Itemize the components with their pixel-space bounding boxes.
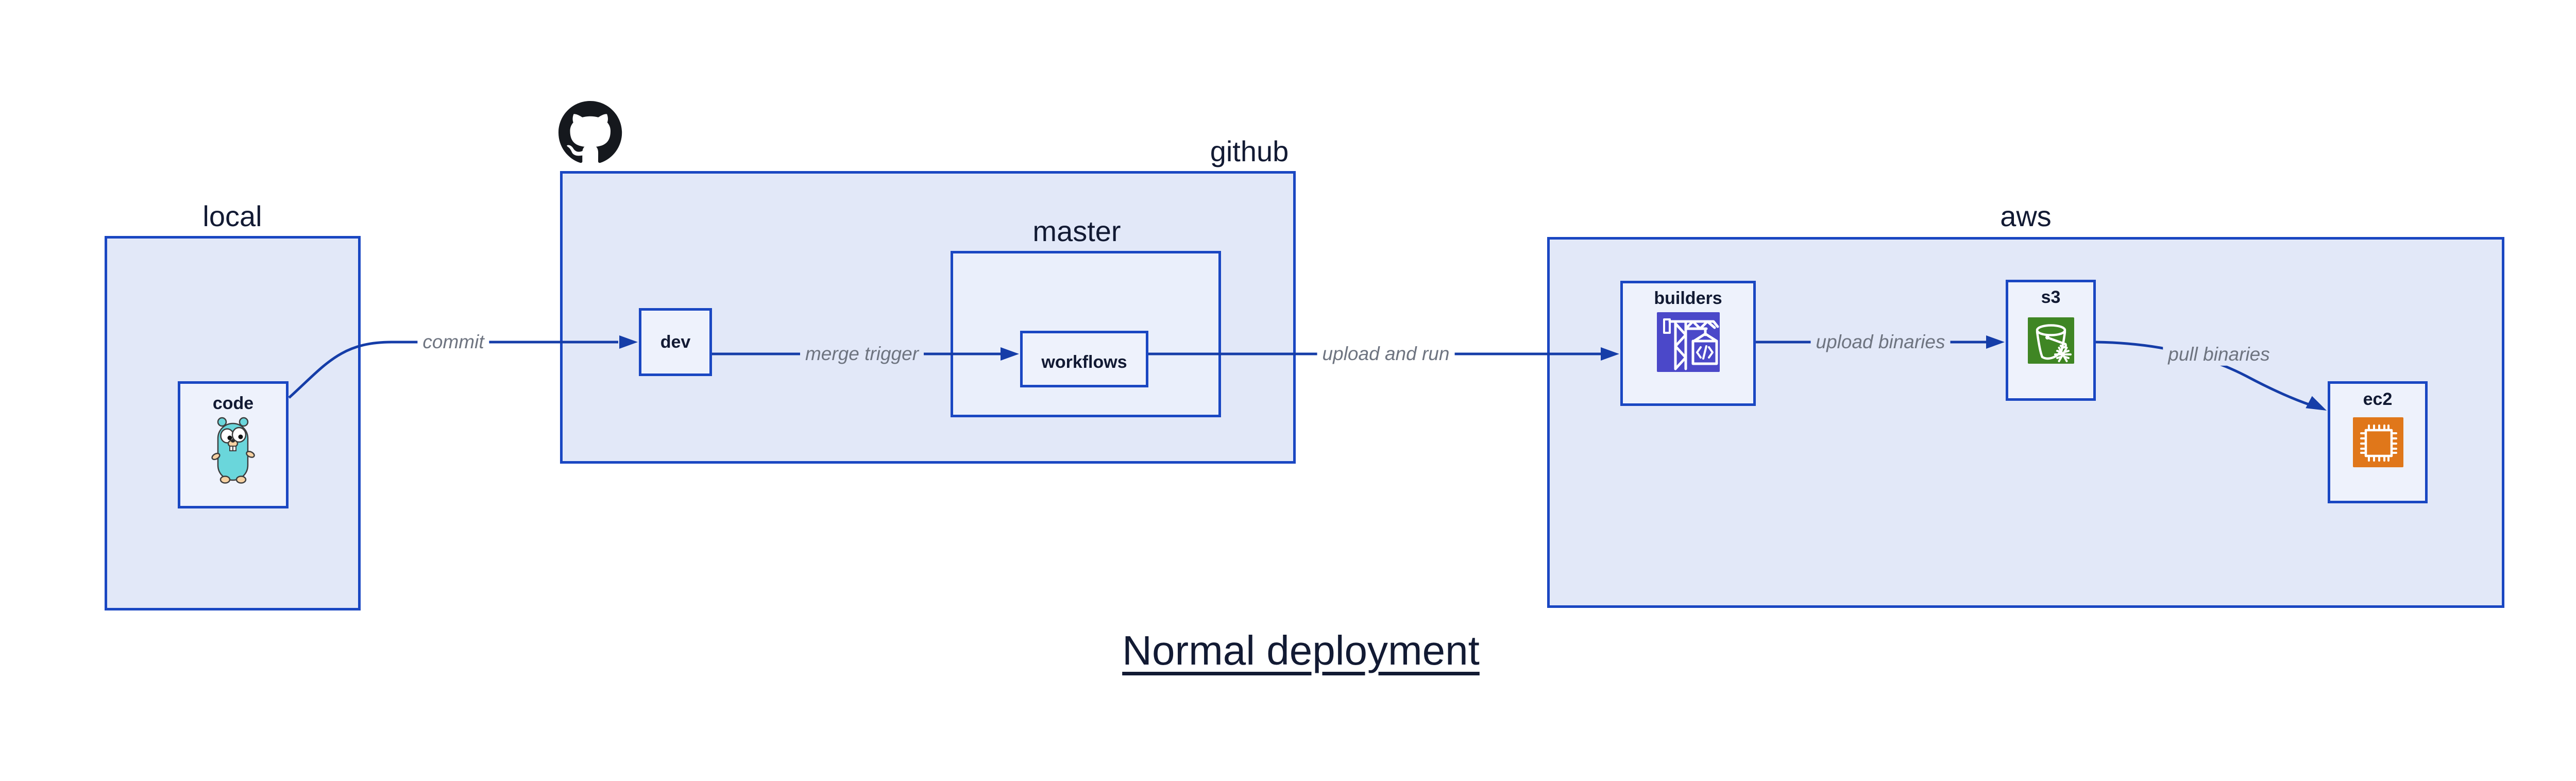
node-label-ec2: ec2	[2363, 389, 2393, 409]
container-label-aws: aws	[2000, 200, 2052, 232]
node-builders: builders	[1620, 281, 1756, 406]
node-label-dev: dev	[660, 332, 691, 352]
diagram-title: Normal deployment	[1122, 627, 1480, 673]
node-code: code	[178, 381, 289, 508]
container-label-local: local	[202, 200, 262, 232]
node-label-builders: builders	[1654, 288, 1722, 308]
container-label-master: master	[1032, 215, 1121, 247]
node-label-s3: s3	[2041, 287, 2061, 307]
node-dev: dev	[639, 308, 712, 376]
node-label-workflows: workflows	[1041, 352, 1127, 372]
edge-label-upload-binaries: upload binaries	[1810, 330, 1951, 354]
edge-label-pull-binaries: pull binaries	[2163, 343, 2275, 366]
node-ec2: ec2	[2328, 381, 2428, 503]
container-label-github: github	[1210, 135, 1289, 167]
node-label-code: code	[212, 394, 254, 413]
edge-label-upload-and-run: upload and run	[1317, 342, 1455, 366]
node-workflows: workflows	[1020, 331, 1148, 387]
edge-label-merge-trigger: merge trigger	[800, 342, 924, 366]
github-octocat-icon	[558, 101, 622, 163]
edge-label-commit: commit	[417, 330, 489, 354]
node-s3: s3	[2006, 280, 2096, 401]
